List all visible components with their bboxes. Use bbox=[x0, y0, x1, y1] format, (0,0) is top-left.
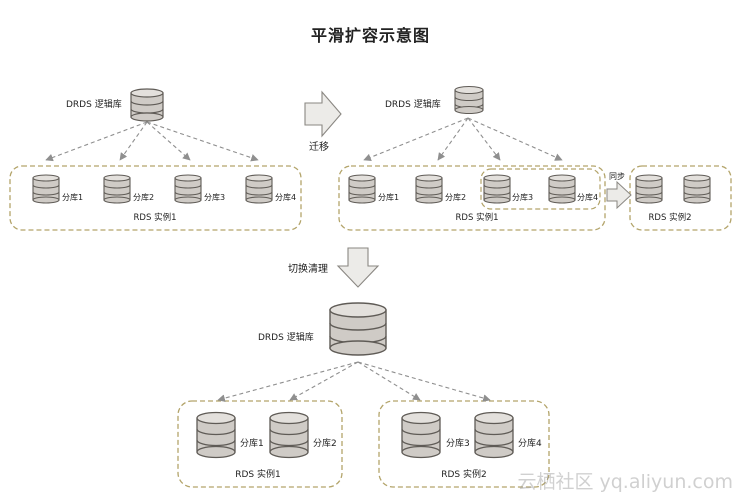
shard-db4-icon bbox=[245, 174, 273, 204]
switch-arrow-icon bbox=[336, 247, 380, 288]
shard-db2-label: 分库2 bbox=[445, 192, 466, 202]
drds-label: DRDS 逻辑库 bbox=[258, 331, 314, 343]
rds-instance-1-box bbox=[177, 400, 343, 488]
shard-db4-copy-icon bbox=[683, 174, 711, 204]
shard-db2-label: 分库2 bbox=[313, 437, 337, 449]
shard-db2-icon bbox=[103, 174, 131, 204]
drds-db-icon bbox=[454, 85, 484, 115]
shard-db3-icon bbox=[174, 174, 202, 204]
drds-db-icon bbox=[329, 302, 387, 356]
rds-instance-1-box bbox=[338, 165, 606, 231]
shard-db1-label: 分库1 bbox=[240, 437, 264, 449]
sync-arrow-icon bbox=[606, 180, 632, 210]
shard-db1-icon bbox=[348, 174, 376, 204]
migrate-label: 迁移 bbox=[309, 140, 329, 153]
shard-db2-label: 分库2 bbox=[133, 192, 154, 202]
drds-label: DRDS 逻辑库 bbox=[385, 98, 441, 110]
shard-db3-label: 分库3 bbox=[204, 192, 225, 202]
shard-db4-icon bbox=[548, 174, 576, 204]
drds-db-icon bbox=[130, 88, 164, 122]
connectors bbox=[363, 117, 563, 161]
rds-instance-1-label: RDS 实例1 bbox=[456, 212, 499, 223]
shard-db3-icon bbox=[483, 174, 511, 204]
panel-before: DRDS 逻辑库 分库1 分库2 bbox=[9, 88, 302, 231]
sync-label: 同步 bbox=[609, 172, 625, 181]
shard-db4-label: 分库4 bbox=[275, 192, 296, 202]
rds-instance-2-box bbox=[378, 400, 550, 488]
rds-instance-1-box bbox=[9, 165, 302, 231]
connectors bbox=[217, 361, 491, 402]
drds-label: DRDS 逻辑库 bbox=[66, 98, 122, 110]
shard-db1-label: 分库1 bbox=[378, 192, 399, 202]
shard-db3-copy-icon bbox=[635, 174, 663, 204]
switch-clean-label: 切换清理 bbox=[288, 262, 328, 275]
shard-db1-label: 分库1 bbox=[62, 192, 83, 202]
rds-instance-1-label: RDS 实例1 bbox=[235, 468, 280, 480]
watermark: 云栖社区 yq.aliyun.com bbox=[517, 471, 733, 493]
migrating-shards-box bbox=[480, 168, 601, 210]
rds-instance-2-label: RDS 实例2 bbox=[649, 212, 692, 223]
shard-db2-icon bbox=[269, 411, 309, 459]
migrate-arrow-icon bbox=[304, 90, 342, 138]
rds-instance-2-box bbox=[629, 165, 732, 231]
shard-db4-label: 分库4 bbox=[518, 437, 542, 449]
diagram-title: 平滑扩容示意图 bbox=[310, 26, 430, 45]
shard-db1-icon bbox=[196, 411, 236, 459]
panel-migrating: DRDS 逻辑库 分库1 分库2 bbox=[338, 85, 732, 231]
rds-instance-2-label: RDS 实例2 bbox=[441, 468, 486, 480]
shard-db3-label: 分库3 bbox=[446, 437, 470, 449]
shard-db2-icon bbox=[415, 174, 443, 204]
shard-db3-icon bbox=[401, 411, 441, 459]
shard-db4-icon bbox=[474, 411, 514, 459]
connectors bbox=[45, 121, 259, 162]
shard-db1-icon bbox=[32, 174, 60, 204]
rds-instance-1-label: RDS 实例1 bbox=[134, 212, 177, 223]
shard-db4-label: 分库4 bbox=[577, 192, 598, 202]
shard-db3-label: 分库3 bbox=[512, 192, 533, 202]
panel-after: DRDS 逻辑库 分库1 分库2 bbox=[177, 302, 550, 488]
